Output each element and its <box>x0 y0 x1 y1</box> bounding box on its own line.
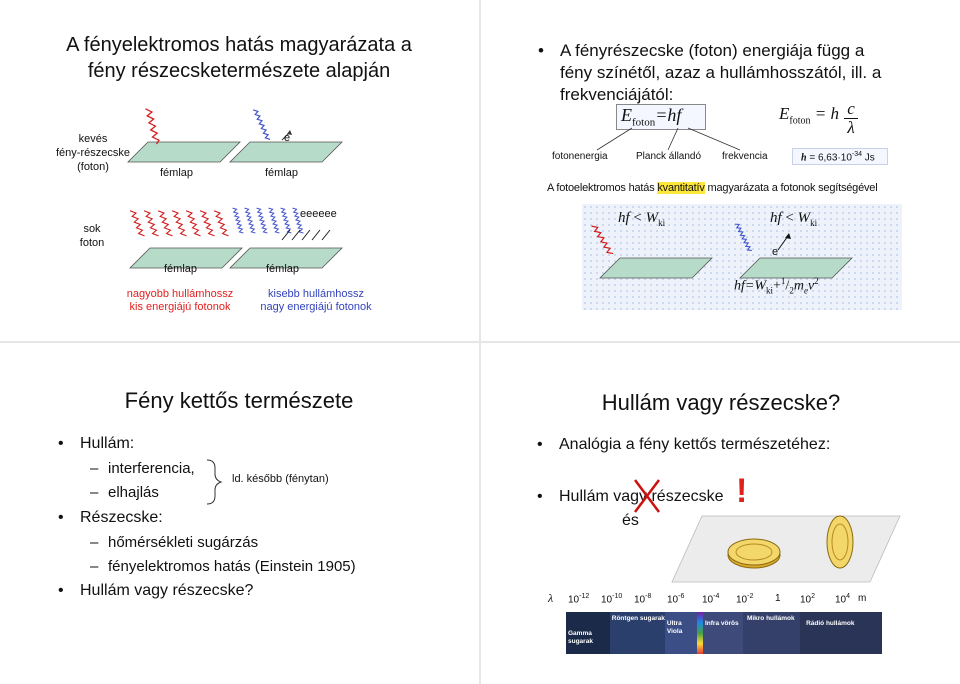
item-diffraction: elhajlás <box>90 484 159 501</box>
photoelectric-diagram-area <box>582 204 902 310</box>
photon-waves-red <box>129 210 229 237</box>
slide-photoelectric-explanation: A fényelektromos hatás magyarázata a fén… <box>0 0 478 340</box>
formula-wavelength: Efoton = h <box>779 104 839 127</box>
scale-tick: 10-4 <box>702 593 720 606</box>
item-thermal-radiation: hőmérsékleti sugárzás <box>90 534 258 551</box>
wavelength-scale: 10-12 10-10 10-8 10-6 10-4 10-2 1 102 10… <box>568 593 888 609</box>
label-electron: e <box>772 246 779 258</box>
spectrum-band: Mikro hullámok <box>742 612 801 654</box>
slide2-text: A fényrészecske (foton) energiája függ a… <box>538 40 881 106</box>
formula-photon-energy: Efoton=hf <box>616 104 706 130</box>
photon-wave <box>145 108 160 145</box>
item-photoelectric: fényelektromos hatás (Einstein 1905) <box>90 558 356 575</box>
label-planck: Planck állandó <box>636 151 702 162</box>
item-interference: interferencia, <box>90 460 195 477</box>
slide2-formula-arrows <box>596 127 741 151</box>
planck-constant-value: h = 6,63·10-34 Js <box>792 148 888 165</box>
metal-plate <box>229 141 343 163</box>
exclamation-mark: ! <box>736 472 748 510</box>
spectrum-band: Gamma sugarak <box>566 612 610 654</box>
slide1-title-line1: A fényelektromos hatás magyarázata a <box>66 34 412 56</box>
label-femlap: fémlap <box>266 263 300 275</box>
photon-wave <box>252 109 271 140</box>
coin-icon <box>727 538 781 569</box>
coin-icon <box>826 515 854 569</box>
condition-left: hf < Wki <box>618 210 666 228</box>
table-surface-icon <box>671 515 901 583</box>
slide-dual-nature: Fény kettős természete Hullám: interfere… <box>0 344 478 684</box>
label-es: és <box>622 512 639 529</box>
emitted-electrons <box>281 229 331 241</box>
bullet-analogy: Analógia a fény kettős természetéhez: <box>537 436 830 454</box>
scale-tick: 1 <box>775 593 781 604</box>
metal-plate <box>229 247 343 269</box>
label-femlap: fémlap <box>164 263 198 275</box>
brace-icon <box>206 459 223 505</box>
scale-tick: 104 <box>835 593 851 606</box>
em-spectrum-bar: Gamma sugarak Röntgen sugarak Ultra Viol… <box>566 612 882 654</box>
label-electron: e <box>284 132 291 144</box>
label-sok-foton: sok foton <box>79 223 105 249</box>
slide-wave-or-particle: Hullám vagy részecske? Analógia a fény k… <box>482 344 960 684</box>
brace-note: ld. később (fénytan) <box>232 473 329 485</box>
spectrum-band: Ultra Viola <box>664 612 698 654</box>
slide1-title-line2: fény részecsketermészete alapján <box>87 60 391 82</box>
spectrum-band: Röntgen sugarak <box>609 612 665 654</box>
spectrum-band: Infra vörös <box>702 612 743 654</box>
metal-plate <box>739 257 853 279</box>
spectrum-visible <box>697 612 703 654</box>
metal-plate <box>129 247 243 269</box>
label-eeeeee: eeeeee <box>300 208 337 220</box>
scale-unit: m <box>858 593 867 604</box>
slide-photon-energy: A fényrészecske (foton) energiája függ a… <box>482 0 960 340</box>
condition-right: hf < Wki <box>770 210 818 228</box>
slide2-diagram <box>591 223 853 279</box>
photon-waves-blue <box>232 207 304 234</box>
slide1-diagrams <box>127 108 343 269</box>
label-femlap: fémlap <box>265 167 299 179</box>
scale-tick: 10-10 <box>601 593 623 606</box>
bullet-question: Hullám vagy részecske? <box>58 582 253 600</box>
scale-tick: 10-8 <box>634 593 652 606</box>
caption-long-wavelength: nagyobb hullámhossz kis energiájú fotono… <box>126 288 234 313</box>
coin-illustration <box>634 479 901 583</box>
photon-wave <box>734 223 752 251</box>
label-keves: kevés fény-részecske (foton) <box>56 133 130 173</box>
slide3-title: Fény kettős természete <box>124 388 354 413</box>
bullet-particle: Részecske: <box>58 509 163 527</box>
metal-plate <box>599 257 713 279</box>
formula-c-over-lambda: c λ <box>844 100 858 137</box>
photon-wave <box>591 225 614 255</box>
scale-tick: 10-2 <box>736 593 754 606</box>
einstein-equation: hf=Wki+1/2mev2 <box>734 276 819 296</box>
scale-tick: 102 <box>800 593 816 606</box>
label-femlap: fémlap <box>160 167 194 179</box>
label-fotonenergia: fotonenergia <box>552 151 608 162</box>
explanation-line: A fotoelektromos hatás kvantitatív magya… <box>547 182 878 194</box>
bullet-wave: Hullám: <box>58 435 134 453</box>
metal-plate <box>127 141 241 163</box>
spectrum-band: Rádió hullámok <box>800 612 882 654</box>
scale-tick: 10-12 <box>568 593 590 606</box>
axis-lambda: λ <box>548 591 554 605</box>
divider-horizontal <box>0 341 960 343</box>
caption-short-wavelength: kisebb hullámhossz nagy energiájú fotono… <box>260 288 372 313</box>
slide4-title: Hullám vagy részecske? <box>601 390 841 415</box>
label-frekvencia: frekvencia <box>722 151 768 162</box>
scale-tick: 10-6 <box>667 593 685 606</box>
bullet-wave-or-particle: Hullám vagy részecske <box>537 488 723 506</box>
